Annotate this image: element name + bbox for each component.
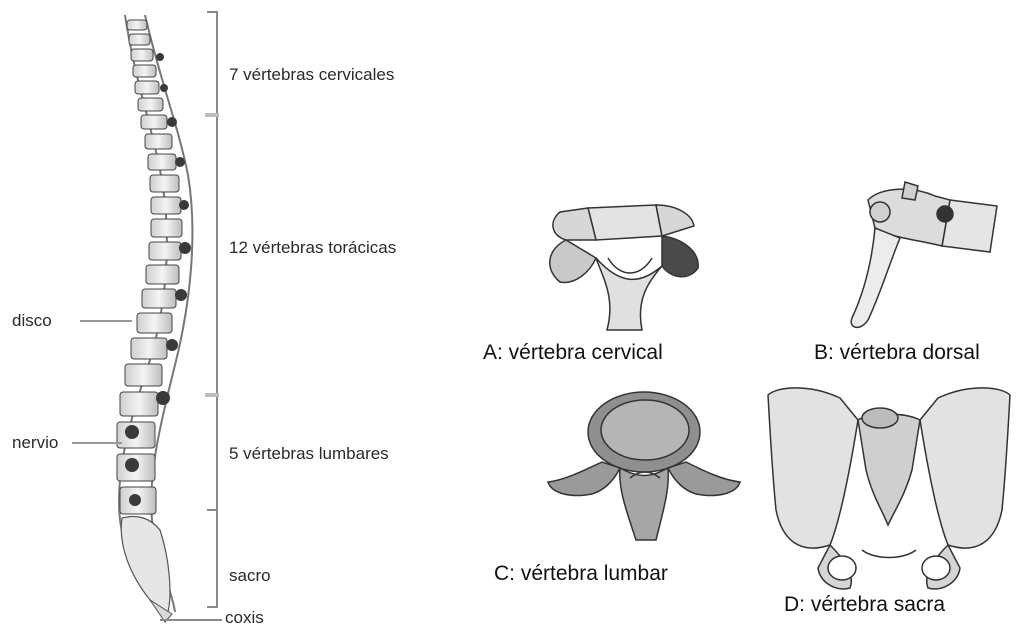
caption-cervical-vertebra: A: vértebra cervical (483, 341, 663, 365)
caption-dorsal-vertebra: B: vértebra dorsal (814, 341, 980, 365)
caption-sacral-vertebra: D: vértebra sacra (784, 593, 945, 617)
label-cervical-region: 7 vértebras cervicales (229, 65, 394, 85)
label-lumbar-region: 5 vértebras lumbares (229, 444, 389, 464)
label-thoracic-region: 12 vértebras torácicas (229, 238, 396, 258)
label-nervio: nervio (12, 433, 58, 453)
label-coccyx-region: coxis (225, 608, 264, 628)
label-sacrum-region: sacro (229, 566, 271, 586)
label-disco: disco (12, 311, 52, 331)
caption-lumbar-vertebra: C: vértebra lumbar (494, 562, 668, 586)
